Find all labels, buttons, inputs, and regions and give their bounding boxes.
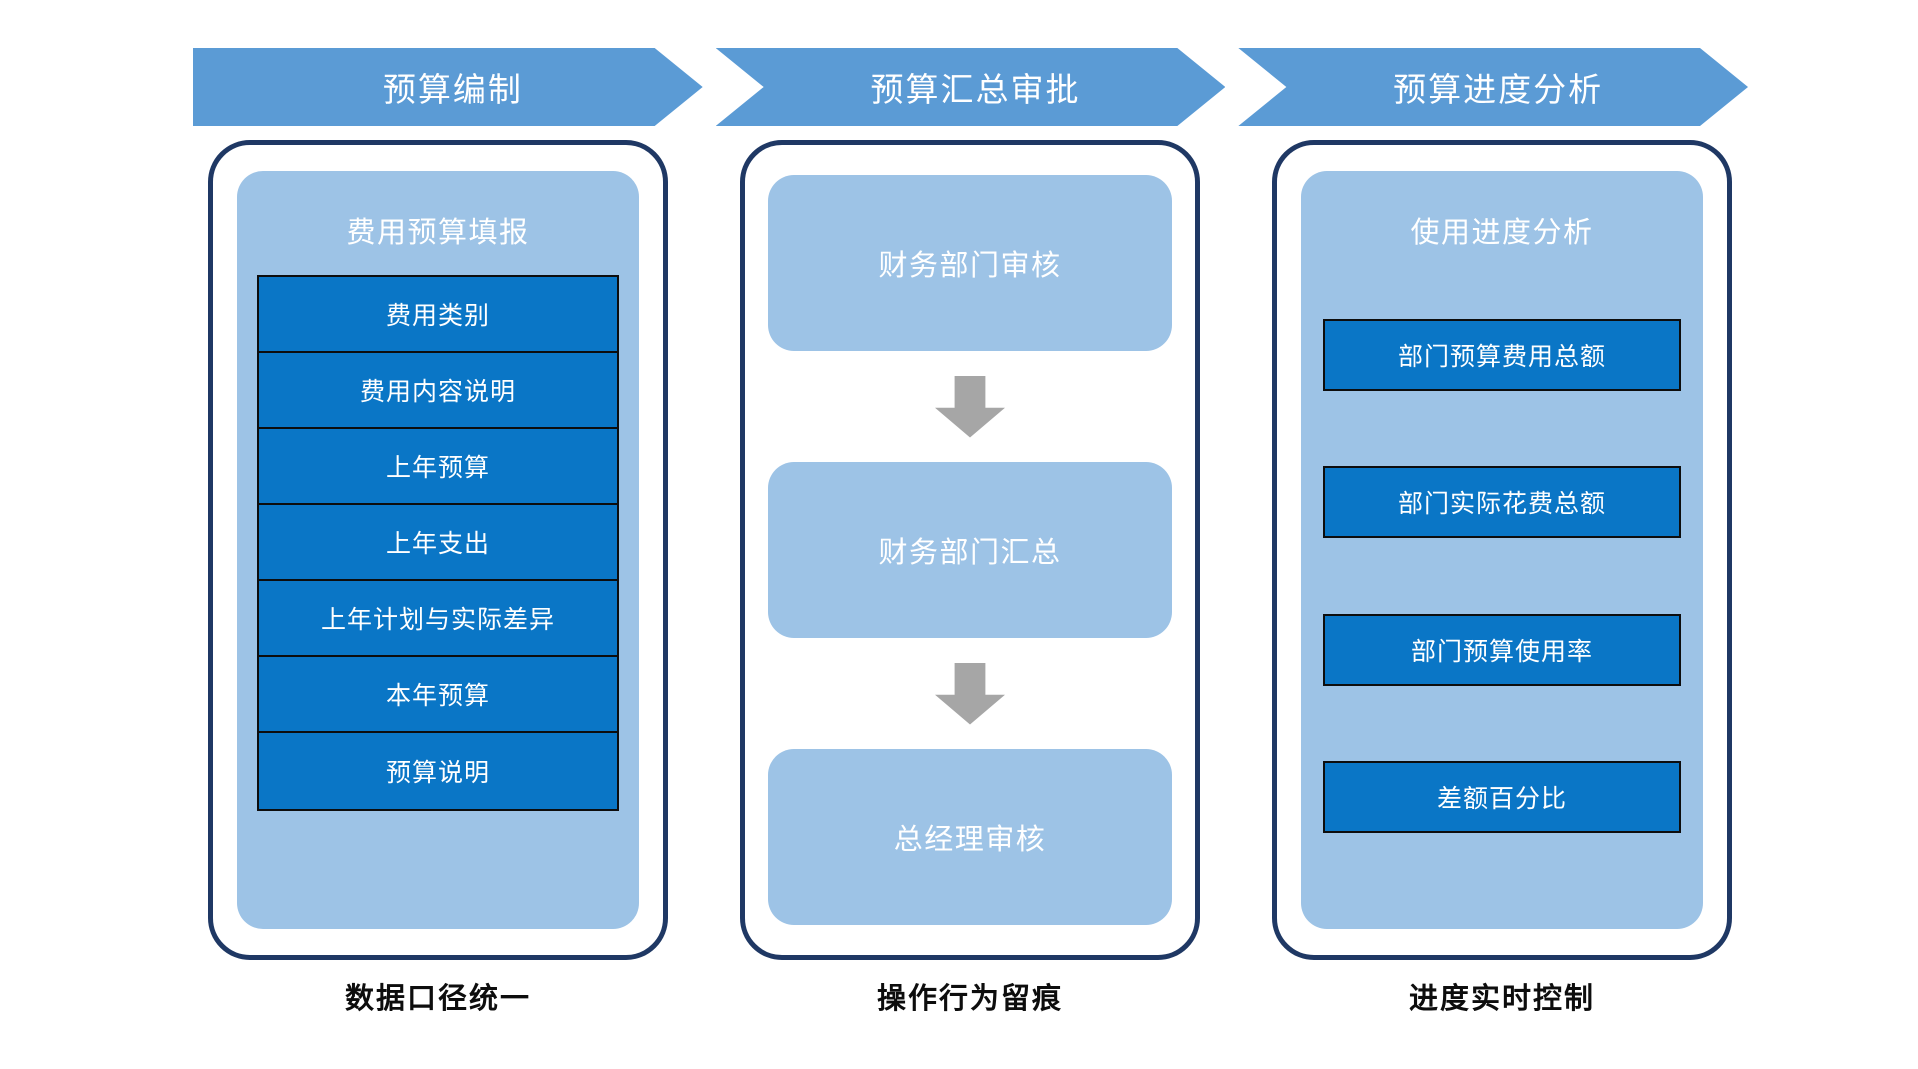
card-expense-budget-filing: 费用预算填报 费用类别 费用内容说明 上年预算 上年支出 上年计划与实际差异 本…: [237, 171, 639, 929]
list-item[interactable]: 上年支出: [259, 505, 617, 581]
column-budget-preparation: 费用预算填报 费用类别 费用内容说明 上年预算 上年支出 上年计划与实际差异 本…: [200, 140, 676, 960]
panel-3: 使用进度分析 部门预算费用总额 部门实际花费总额 部门预算使用率 差额百分比: [1272, 140, 1732, 960]
list-item[interactable]: 上年预算: [259, 429, 617, 505]
caption-1: 数据口径统一: [344, 983, 531, 1015]
banner-stage-2[interactable]: 预算汇总审批: [716, 48, 1226, 126]
banner-stage-1[interactable]: 预算编制: [193, 48, 703, 126]
metric-box[interactable]: 部门实际花费总额: [1323, 466, 1681, 539]
metric-box[interactable]: 部门预算使用率: [1323, 613, 1681, 686]
caption-3: 进度实时控制: [1408, 983, 1595, 1015]
column-row: 费用预算填报 费用类别 费用内容说明 上年预算 上年支出 上年计划与实际差异 本…: [200, 140, 1740, 960]
caption-row: 数据口径统一 操作行为留痕 进度实时控制: [200, 975, 1740, 1017]
card-1-title: 费用预算填报: [346, 217, 530, 249]
list-item[interactable]: 上年计划与实际差异: [259, 581, 617, 657]
budget-field-list: 费用类别 费用内容说明 上年预算 上年支出 上年计划与实际差异 本年预算 预算说…: [257, 275, 619, 811]
flow-step-gm-review[interactable]: 总经理审核: [768, 749, 1172, 925]
panel-2: 财务部门审核 财务部门汇总 总经理审核: [740, 140, 1200, 960]
banner-stage-3-label: 预算进度分析: [1393, 71, 1604, 108]
flow-step-finance-consolidate[interactable]: 财务部门汇总: [768, 462, 1172, 638]
metric-box[interactable]: 部门预算费用总额: [1323, 318, 1681, 391]
approval-flow: 财务部门审核 财务部门汇总 总经理审核: [768, 171, 1172, 929]
flow-step-finance-review[interactable]: 财务部门审核: [768, 175, 1172, 351]
arrow-down-icon: [935, 375, 1005, 438]
list-item[interactable]: 本年预算: [259, 657, 617, 733]
banner-stage-3[interactable]: 预算进度分析: [1238, 48, 1748, 126]
column-budget-approval: 财务部门审核 财务部门汇总 总经理审核: [732, 140, 1208, 960]
card-3-title: 使用进度分析: [1410, 217, 1594, 249]
caption-2: 操作行为留痕: [876, 983, 1063, 1015]
process-banner-row: 预算编制 预算汇总审批 预算进度分析: [193, 48, 1748, 126]
column-budget-progress: 使用进度分析 部门预算费用总额 部门实际花费总额 部门预算使用率 差额百分比: [1264, 140, 1740, 960]
metric-box[interactable]: 差额百分比: [1323, 761, 1681, 834]
list-item[interactable]: 费用类别: [259, 277, 617, 353]
list-item[interactable]: 费用内容说明: [259, 353, 617, 429]
card-usage-progress-analysis: 使用进度分析 部门预算费用总额 部门实际花费总额 部门预算使用率 差额百分比: [1301, 171, 1703, 929]
list-item[interactable]: 预算说明: [259, 733, 617, 809]
arrow-down-icon: [935, 662, 1005, 725]
panel-1: 费用预算填报 费用类别 费用内容说明 上年预算 上年支出 上年计划与实际差异 本…: [208, 140, 668, 960]
banner-stage-1-label: 预算编制: [382, 71, 523, 108]
banner-stage-2-label: 预算汇总审批: [870, 71, 1081, 108]
metric-list: 部门预算费用总额 部门实际花费总额 部门预算使用率 差额百分比: [1323, 275, 1681, 905]
